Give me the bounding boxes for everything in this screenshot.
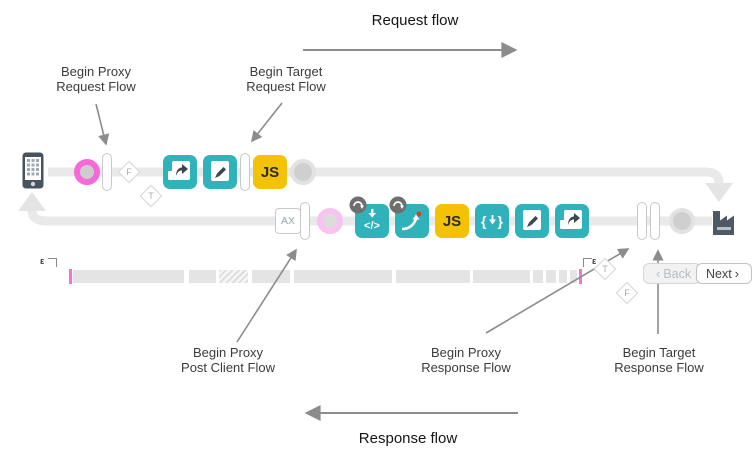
back-chevron-icon: ‹	[656, 266, 661, 281]
callout-line: Request Flow	[56, 79, 136, 95]
target-endpoint-circle[interactable]	[290, 159, 316, 185]
js-policy-icon[interactable]: JS	[435, 204, 469, 238]
callout-begin-proxy-post-client-flow: Begin Proxy Post Client Flow	[148, 345, 308, 376]
begin-proxy-request-flow-marker[interactable]	[102, 153, 112, 191]
callout-line: Response Flow	[421, 360, 511, 376]
callout-begin-target-response-flow: Begin Target Response Flow	[579, 345, 739, 376]
target-request-callout-arrow	[250, 102, 283, 143]
back-button-label: Back	[663, 266, 692, 281]
timeline-segment[interactable]	[533, 270, 543, 283]
response-flow-arrowhead-icon	[18, 192, 46, 211]
condition-diamond-true[interactable]: T	[593, 257, 617, 281]
response-endpoint-circle[interactable]	[669, 208, 695, 234]
callout-begin-target-request-flow: Begin Target Request Flow	[216, 64, 356, 95]
js-policy-icon[interactable]: JS	[253, 155, 287, 189]
analytics-ax-step[interactable]: AX	[275, 208, 301, 234]
condition-diamond-true[interactable]: T	[139, 184, 163, 208]
condition-diamond-false[interactable]: F	[117, 160, 141, 184]
response-flow-title: Response flow	[358, 430, 458, 447]
condition-diamond-false[interactable]: F	[615, 281, 639, 305]
code-policy-icon[interactable]: </>	[349, 196, 389, 238]
begin-proxy-post-client-flow-marker[interactable]	[300, 202, 310, 240]
timeline-start-tick[interactable]	[69, 269, 72, 284]
callout-begin-proxy-request-flow: Begin Proxy Request Flow	[26, 64, 166, 95]
share-arrow-policy-icon[interactable]	[163, 155, 197, 189]
brace-close: }	[497, 213, 503, 229]
callout-line: Response Flow	[614, 360, 704, 376]
callout-line: Begin Target	[622, 345, 696, 360]
down-arrow-icon	[488, 215, 496, 225]
svg-text:</>: </>	[364, 220, 380, 232]
timeline-right-corner	[583, 258, 592, 267]
brace-open: {	[481, 213, 487, 229]
timeline-segment[interactable]	[189, 270, 216, 283]
timeline-segment[interactable]	[252, 270, 290, 283]
next-button[interactable]: Next ›	[696, 263, 753, 284]
request-flow-arrowhead-icon	[705, 183, 733, 202]
js-label: JS	[260, 163, 280, 181]
condition-letter: T	[602, 264, 608, 274]
js-label: JS	[442, 212, 462, 230]
begin-target-request-flow-marker[interactable]	[240, 153, 250, 191]
next-chevron-icon: ›	[734, 266, 740, 281]
pencil-policy-icon[interactable]	[203, 155, 237, 189]
back-button[interactable]: ‹ Back	[643, 263, 702, 284]
callout-line: Request Flow	[246, 79, 326, 95]
timeline-segment[interactable]	[473, 270, 530, 283]
rotate-arrow-badge-icon	[349, 196, 367, 214]
braces-policy-icon[interactable]: { }	[475, 204, 509, 238]
share-arrow-policy-icon[interactable]	[555, 204, 589, 238]
callout-line: Begin Proxy	[192, 345, 264, 360]
callout-line: Begin Target	[249, 64, 323, 79]
condition-letter: F	[126, 167, 132, 177]
next-button-label: Next	[706, 266, 732, 281]
proxy-request-callout-arrow	[95, 103, 110, 146]
post-client-callout-arrow	[236, 248, 297, 343]
timeline-segment[interactable]	[546, 270, 556, 283]
timeline-segment[interactable]	[570, 270, 577, 283]
timeline-segment[interactable]	[559, 270, 567, 283]
route-arrow-policy-icon[interactable]	[389, 196, 429, 238]
ax-label: AX	[280, 215, 295, 227]
condition-letter: F	[624, 288, 630, 298]
request-flow-line	[48, 167, 724, 184]
begin-proxy-response-flow-marker[interactable]	[637, 202, 647, 240]
callout-line: Post Client Flow	[181, 360, 275, 376]
timeline-segment[interactable]	[73, 270, 184, 283]
smartphone-icon[interactable]	[22, 152, 44, 194]
timeline-left-corner	[48, 258, 57, 267]
timeline-end-tick[interactable]	[579, 269, 582, 284]
condition-letter: T	[148, 191, 154, 201]
timeline-segment[interactable]	[396, 270, 470, 283]
post-client-endpoint-circle[interactable]	[317, 208, 343, 234]
proxy-endpoint-circle[interactable]	[74, 159, 100, 185]
timeline-left-epsilon: ε	[40, 256, 45, 266]
callout-begin-proxy-response-flow: Begin Proxy Response Flow	[386, 345, 546, 376]
pencil-policy-icon[interactable]	[515, 204, 549, 238]
request-flow-title: Request flow	[371, 12, 459, 29]
timeline-segment-hatched[interactable]	[219, 270, 248, 283]
factory-icon[interactable]	[710, 205, 738, 241]
rotate-arrow-badge-icon	[389, 196, 407, 214]
begin-target-response-flow-marker[interactable]	[650, 202, 660, 240]
callout-line: Begin Proxy	[430, 345, 502, 360]
callout-line: Begin Proxy	[60, 64, 132, 79]
timeline-segment[interactable]	[294, 270, 392, 283]
